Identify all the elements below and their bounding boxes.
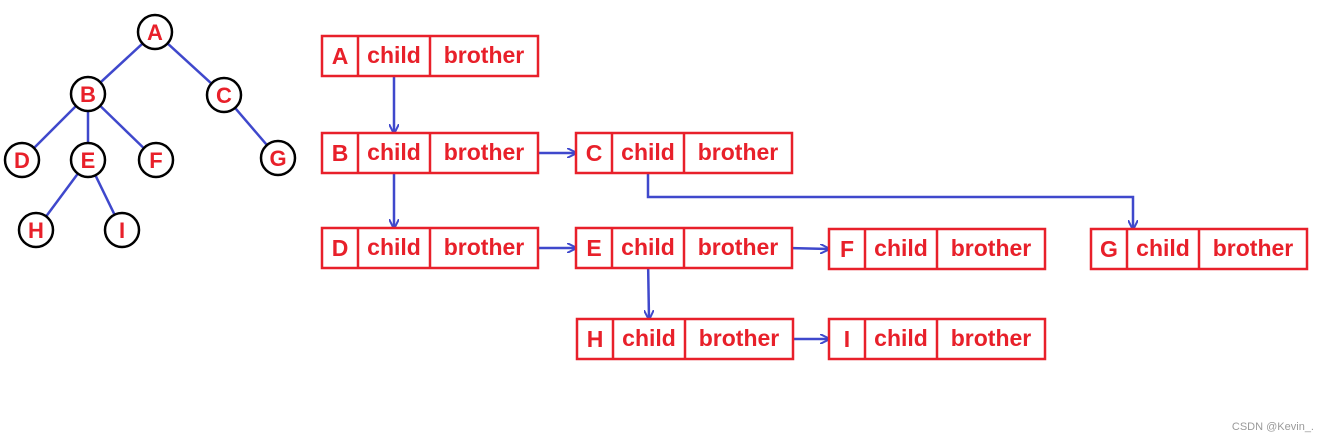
record-node-label: E: [586, 235, 601, 261]
tree-node-circle: [69, 75, 107, 113]
record-brother-label: brother: [699, 325, 780, 351]
tree-edge-c-g: [234, 107, 268, 146]
record-node-label: A: [332, 43, 349, 69]
record-child-label: child: [874, 235, 928, 261]
tree-node-label: D: [14, 148, 30, 173]
record-child-label: child: [874, 325, 928, 351]
watermark: CSDN @Kevin_.: [1231, 421, 1314, 433]
tree-node-circle: [103, 211, 141, 249]
tree-node-circle: [17, 211, 55, 249]
brother-link-e-f: [787, 248, 829, 249]
record-brother-label: brother: [698, 139, 779, 165]
record-brother-label: brother: [444, 234, 525, 260]
tree-node-b: B: [69, 75, 107, 113]
record-child-label: child: [622, 325, 676, 351]
tree-node-label: I: [119, 218, 125, 243]
record-brother-label: brother: [951, 325, 1032, 351]
record-child-label: child: [1136, 235, 1190, 261]
tree-node-label: C: [216, 83, 232, 108]
tree-node-h: H: [17, 211, 55, 249]
tree-node-f: F: [137, 141, 175, 179]
record-node-label: B: [332, 140, 349, 166]
record-node-label: D: [332, 235, 349, 261]
tree-node-circle: [137, 141, 175, 179]
tree-node-g: G: [259, 139, 297, 177]
tree-node-i: I: [103, 211, 141, 249]
record-brother-label: brother: [951, 235, 1032, 261]
record-child-label: child: [621, 139, 675, 165]
tree-node-c: C: [205, 76, 243, 114]
tree-edge-b-d: [33, 105, 77, 149]
record-child-label: child: [367, 42, 421, 68]
tree-node-label: H: [28, 218, 44, 243]
tree-node-circle: [259, 139, 297, 177]
tree-edges: [33, 42, 268, 218]
record-node-label: G: [1100, 236, 1118, 262]
tree-node-label: F: [149, 148, 162, 173]
record-child-label: child: [367, 139, 421, 165]
tree-node-circle: [205, 76, 243, 114]
record-brother-label: brother: [1213, 235, 1294, 261]
record-brother-label: brother: [444, 139, 525, 165]
tree-node-circle: [136, 13, 174, 51]
tree-node-circle: [69, 141, 107, 179]
tree-edge-e-i: [94, 174, 116, 216]
tree-node-label: A: [147, 20, 163, 45]
tree-edge-e-h: [45, 172, 79, 218]
tree-node-label: G: [269, 146, 286, 171]
record-child-label: child: [621, 234, 675, 260]
link-arrows: [394, 66, 1133, 339]
tree-node-d: D: [3, 141, 41, 179]
tree-node-label: B: [80, 82, 96, 107]
tree-node-circle: [3, 141, 41, 179]
tree-node-e: E: [69, 141, 107, 179]
tree-edge-a-c: [166, 42, 213, 85]
tree-edge-a-b: [99, 42, 144, 84]
record-brother-label: brother: [444, 42, 525, 68]
record-node-label: F: [840, 236, 854, 262]
record-brother-label: brother: [698, 234, 779, 260]
tree-edge-b-f: [99, 104, 145, 150]
record-node-label: C: [586, 140, 603, 166]
record-node-label: I: [844, 326, 850, 352]
tree-node-label: E: [81, 148, 96, 173]
tree-nodes: A B C D E F G H I: [3, 13, 297, 249]
record-node-label: H: [587, 326, 604, 352]
record-child-label: child: [367, 234, 421, 260]
tree-node-a: A: [136, 13, 174, 51]
child-link-c-g: [646, 163, 1133, 229]
